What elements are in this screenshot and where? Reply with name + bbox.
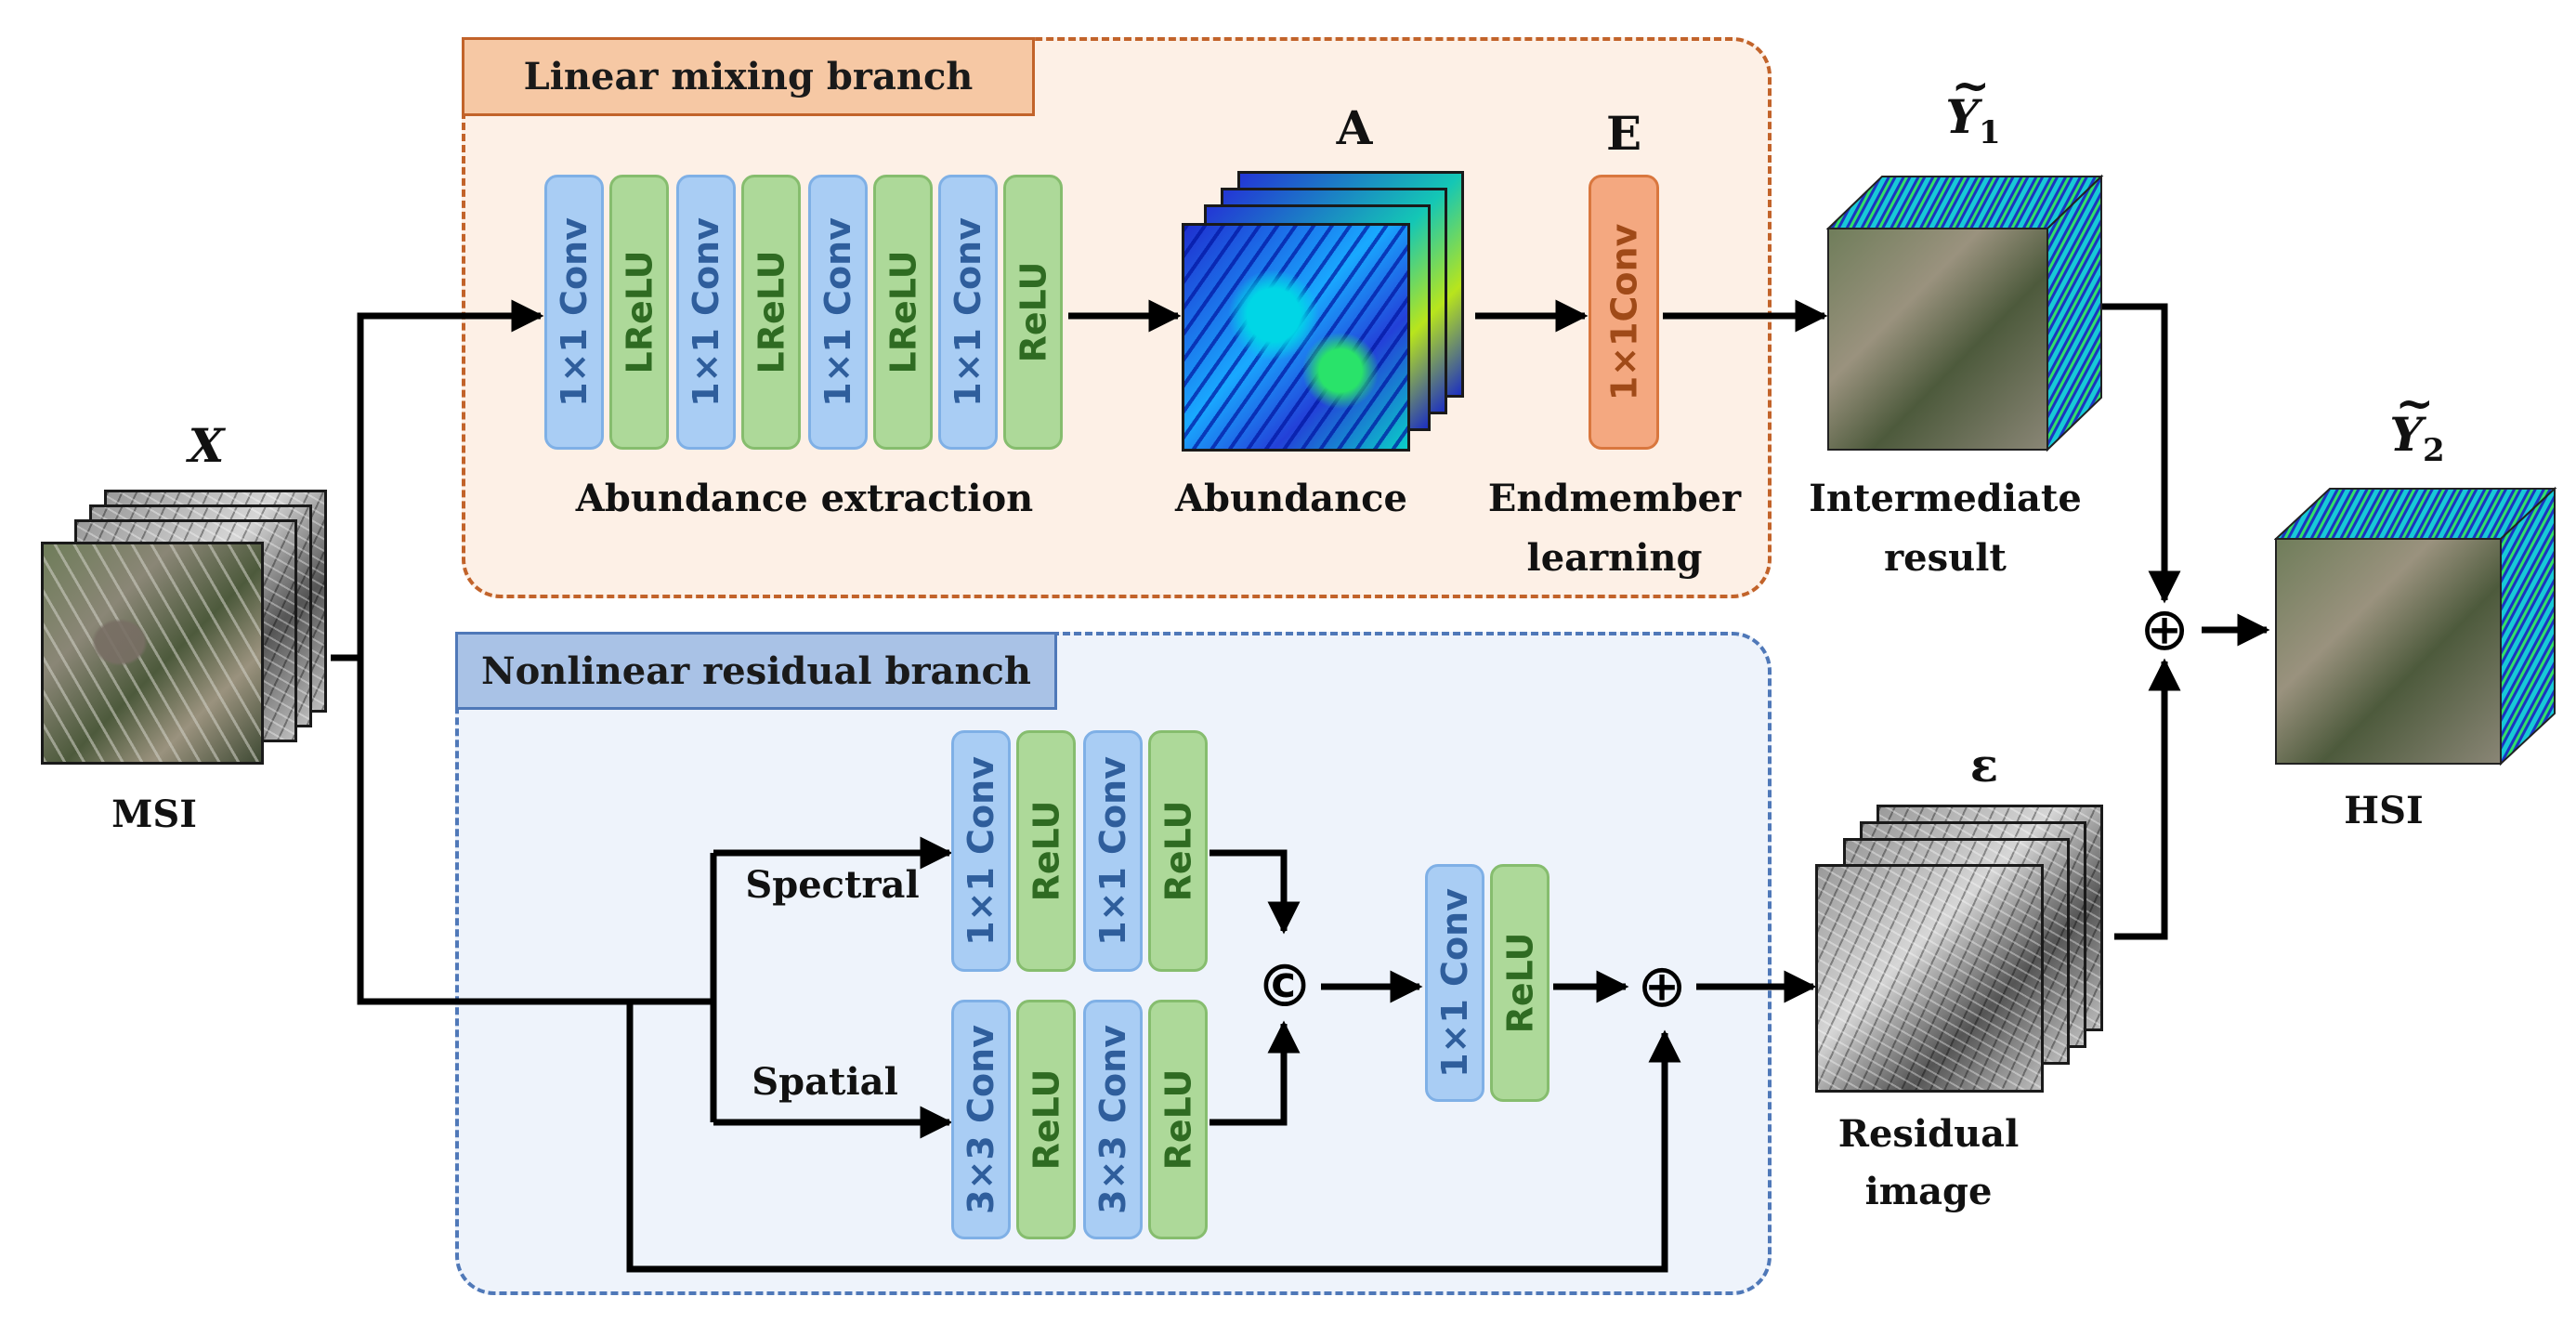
arrow-spatial-to-concat xyxy=(1210,1020,1301,1126)
lin-act-4: ReLU xyxy=(1003,175,1063,450)
spatial-act-2: ReLU xyxy=(1148,1000,1208,1239)
lin-conv-2: 1×1 Conv xyxy=(676,175,736,450)
line-msi-to-nonlinear xyxy=(357,658,713,1005)
lin-act-3: LReLU xyxy=(873,175,933,450)
concat-symbol: © xyxy=(1256,952,1314,1020)
spectral-conv-2: 1×1 Conv xyxy=(1083,730,1143,972)
nonlinear-branch-title: Nonlinear residual branch xyxy=(455,632,1057,710)
lin-act-1: LReLU xyxy=(609,175,669,450)
residual-label-line2: image xyxy=(1864,1170,1993,1213)
abundance-map xyxy=(1182,223,1410,452)
abundance-label: Abundance xyxy=(1175,477,1407,520)
hsi-cube xyxy=(2274,486,2557,766)
spatial-conv-2: 3×3 Conv xyxy=(1083,1000,1143,1239)
spatial-label: Spatial xyxy=(752,1060,898,1104)
msi-symbol: X xyxy=(188,418,225,473)
arrow-spectral-to-concat xyxy=(1210,849,1301,935)
intermediate-cube xyxy=(1826,174,2104,452)
endmember-label-line2: learning xyxy=(1526,536,1703,580)
intermediate-symbol: ~Y1 xyxy=(1945,58,2001,151)
lin-conv-4: 1×1 Conv xyxy=(938,175,998,450)
hsi-symbol: ~Y2 xyxy=(2389,375,2445,469)
residual-image xyxy=(1815,864,2044,1093)
arrow-residual-to-add xyxy=(2114,658,2181,940)
hsi-label: HSI xyxy=(2344,789,2424,832)
output-add-symbol: ⊕ xyxy=(2139,596,2190,664)
intermediate-label-line2: result xyxy=(1884,536,2007,580)
fusion-conv: 1×1 Conv xyxy=(1425,864,1484,1102)
endmember-conv: 1×1Conv xyxy=(1589,175,1659,450)
fusion-act: ReLU xyxy=(1490,864,1550,1102)
residual-label-line1: Residual xyxy=(1837,1112,2020,1156)
lin-act-2: LReLU xyxy=(741,175,801,450)
linear-branch-title: Linear mixing branch xyxy=(462,37,1035,116)
abundance-symbol: A xyxy=(1336,100,1373,155)
spectral-label: Spectral xyxy=(745,863,920,907)
residual-add-symbol: ⊕ xyxy=(1637,952,1687,1021)
endmember-label-line1: Endmember xyxy=(1487,477,1742,520)
arrow-skip-connection xyxy=(626,1002,1681,1273)
spectral-act-1: ReLU xyxy=(1016,730,1076,972)
abundance-extraction-label: Abundance extraction xyxy=(575,477,1034,520)
spectral-act-2: ReLU xyxy=(1148,730,1208,972)
msi-label: MSI xyxy=(111,792,197,836)
endmember-symbol: E xyxy=(1605,106,1642,161)
arrow-msi-to-linear xyxy=(331,299,544,661)
lin-conv-3: 1×1 Conv xyxy=(808,175,868,450)
lin-conv-1: 1×1 Conv xyxy=(544,175,604,450)
msi-image xyxy=(41,542,264,765)
spatial-conv-1: 3×3 Conv xyxy=(951,1000,1011,1239)
arrow-intermediate-to-add xyxy=(2099,303,2181,604)
spectral-conv-1: 1×1 Conv xyxy=(951,730,1011,972)
spatial-act-1: ReLU xyxy=(1016,1000,1076,1239)
intermediate-label-line1: Intermediate xyxy=(1809,477,2082,520)
residual-symbol: ε xyxy=(1969,738,1999,792)
